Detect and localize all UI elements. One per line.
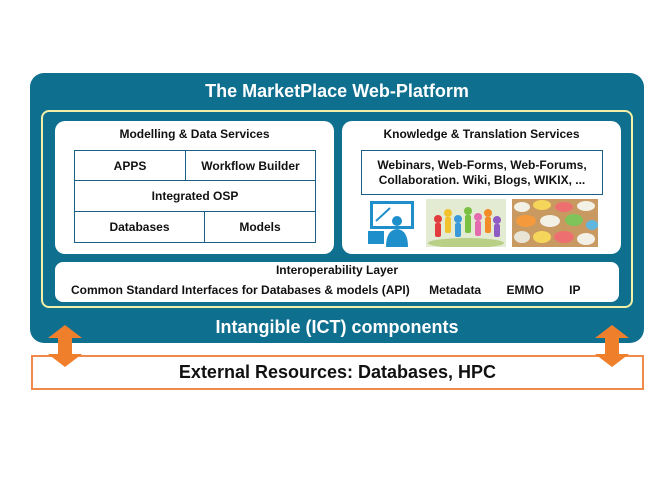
integrated-osp-cell: Integrated OSP (74, 180, 316, 212)
webinar-presenter-icon (364, 199, 420, 247)
modelling-data-services-panel: Modelling & Data Services APPS Workflow … (55, 121, 334, 254)
interop-item-emmo: EMMO (506, 283, 544, 297)
modelling-panel-title: Modelling & Data Services (119, 127, 270, 141)
community-people-image (426, 199, 506, 247)
interop-item-api: Common Standard Interfaces for Databases… (71, 283, 410, 297)
left-double-arrow-icon (48, 325, 82, 367)
interoperability-items: Common Standard Interfaces for Databases… (71, 283, 580, 297)
speech-bubbles-image (512, 199, 598, 247)
interop-item-ip: IP (569, 283, 581, 297)
interoperability-layer: Interoperability Layer Common Standard I… (55, 262, 619, 302)
knowledge-panel-title: Knowledge & Translation Services (383, 127, 580, 141)
databases-cell: Databases (74, 211, 205, 243)
external-resources-box: External Resources: Databases, HPC (31, 355, 644, 390)
workflow-builder-cell: Workflow Builder (185, 150, 316, 181)
knowledge-services-line2: Collaboration. Wiki, Blogs, WIKIX, ... (378, 172, 586, 187)
interop-item-metadata: Metadata (429, 283, 482, 297)
inner-components-frame (41, 110, 633, 308)
models-cell: Models (204, 211, 316, 243)
knowledge-translation-services-panel: Knowledge & Translation Services Webinar… (342, 121, 621, 254)
platform-title: The MarketPlace Web-Platform (205, 81, 469, 101)
knowledge-services-box: Webinars, Web-Forms, Web-Forums, Collabo… (361, 150, 603, 195)
knowledge-services-line1: Webinars, Web-Forms, Web-Forums, (377, 157, 587, 172)
apps-cell: APPS (74, 150, 186, 181)
intangible-components-label: Intangible (ICT) components (215, 317, 459, 337)
external-resources-label: External Resources: Databases, HPC (178, 362, 497, 382)
interoperability-title: Interoperability Layer (275, 263, 399, 277)
right-double-arrow-icon (595, 325, 629, 367)
